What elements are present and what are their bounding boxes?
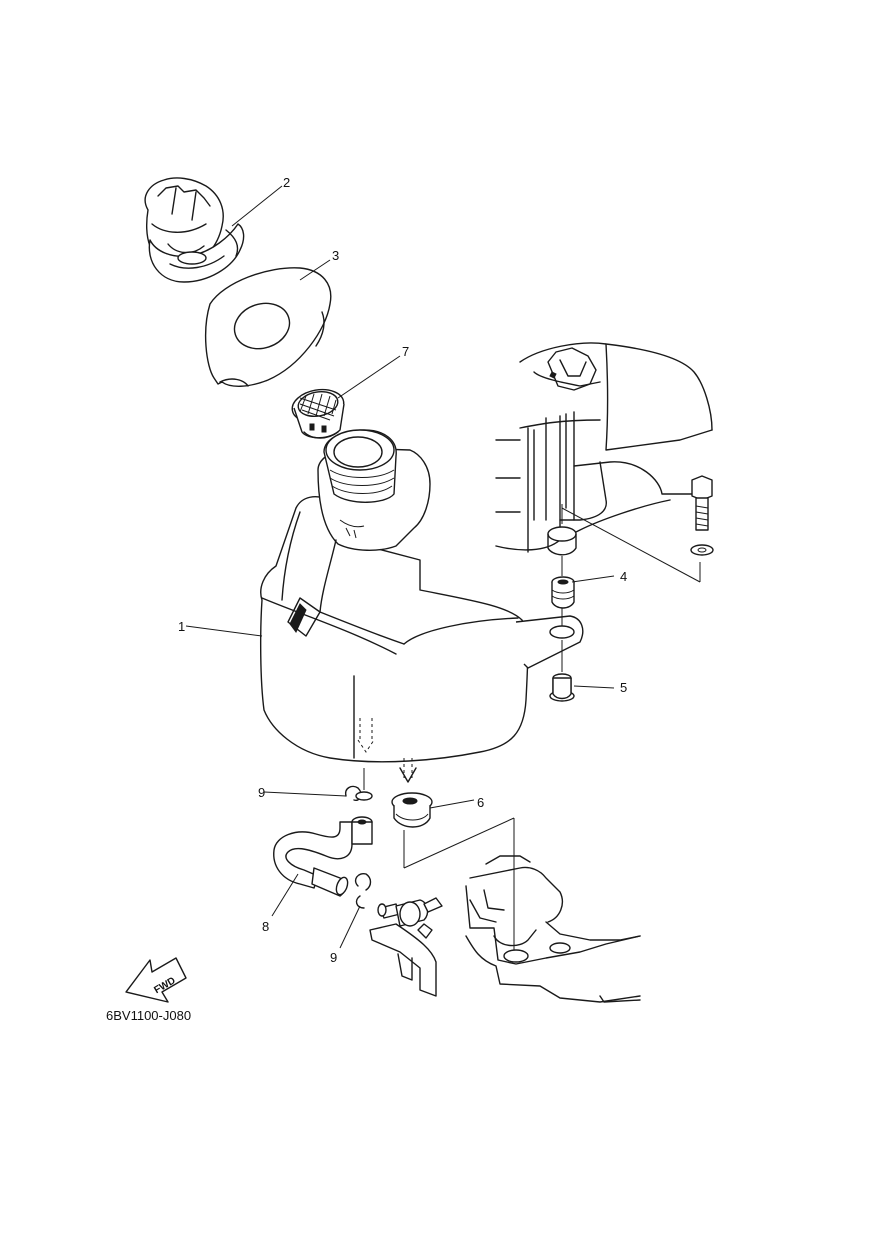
callout-2: 2 [283, 175, 290, 190]
engine-bracket-part [495, 342, 713, 556]
forward-direction-arrow: FWD [125, 957, 187, 1003]
callout-5: 5 [620, 680, 627, 695]
oil-tank-part [260, 429, 584, 763]
grommet-part [551, 576, 575, 609]
drawing-code: 6BV1100-J080 [106, 1008, 191, 1023]
lower-grommet-part [391, 758, 433, 828]
callout-9-upper: 9 [258, 785, 265, 800]
clip-part-lower [354, 872, 372, 909]
bolt-part [690, 475, 714, 556]
callout-6: 6 [477, 795, 484, 810]
clip-part-upper [344, 768, 373, 801]
callout-1: 1 [178, 619, 185, 634]
leader-lines [185, 185, 701, 950]
fuel-cap-part [144, 177, 245, 283]
callout-7: 7 [402, 344, 409, 359]
callout-8: 8 [262, 919, 269, 934]
collar-part [549, 673, 575, 702]
fuel-valve-part [369, 897, 443, 997]
hose-part [273, 816, 373, 897]
callout-labels: 1 2 3 4 5 6 7 8 9 9 [178, 175, 627, 965]
gasket-part [205, 267, 332, 387]
strainer-part [291, 388, 345, 439]
callout-3: 3 [332, 248, 339, 263]
callout-9-lower: 9 [330, 950, 337, 965]
callout-4: 4 [620, 569, 627, 584]
engine-casting-part [465, 855, 641, 1003]
